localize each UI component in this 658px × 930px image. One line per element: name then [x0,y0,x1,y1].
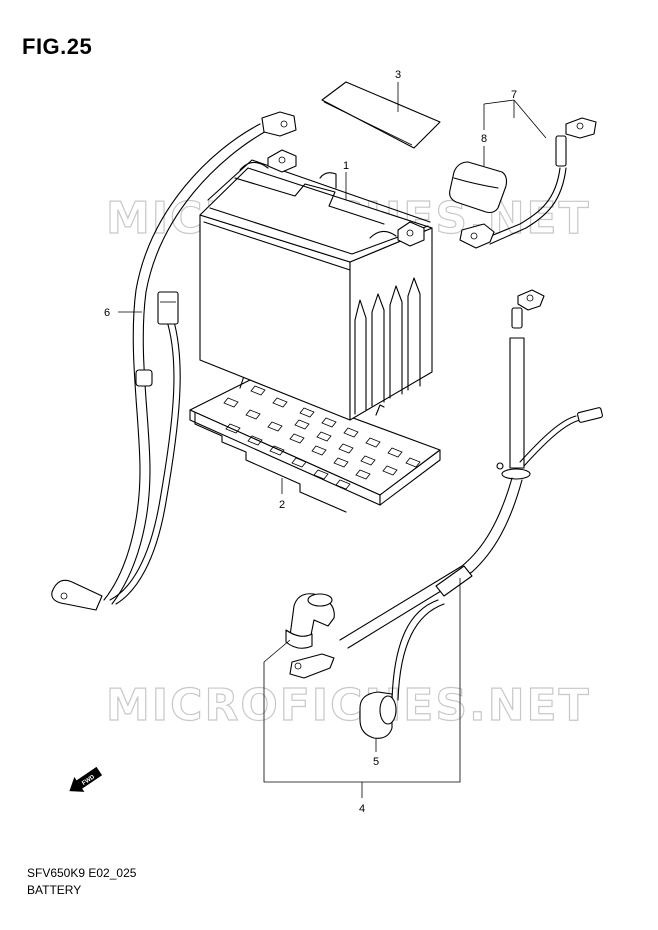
battery-tray [189,375,441,513]
figure-title: FIG.25 [22,34,93,59]
figure-caption: BATTERY [27,883,82,897]
battery-terminal-positive [397,221,425,247]
callout-2: 2 [279,499,285,511]
battery-cover-sheet [321,81,441,149]
callout-4: 4 [359,803,365,815]
callout-leaders [118,82,547,798]
callout-3: 3 [395,69,401,81]
terminal-cover [449,161,508,214]
battery-minus-lead [51,111,297,611]
callout-1: 1 [343,160,349,172]
starter-motor-cable [285,289,603,701]
battery-terminal-negative [267,149,297,173]
callout-8: 8 [481,133,487,145]
battery-plus-lead [459,117,597,249]
figure-code: SFV650K9 E02_025 [27,866,137,880]
terminal-cover-starter [359,691,397,739]
battery [199,149,433,421]
fwd-arrow-icon: FWD [69,766,103,792]
callout-6: 6 [104,307,110,319]
callout-5: 5 [373,756,379,768]
callout-7: 7 [511,89,517,101]
watermark-bottom: MICROFICHES.NET [106,680,591,731]
